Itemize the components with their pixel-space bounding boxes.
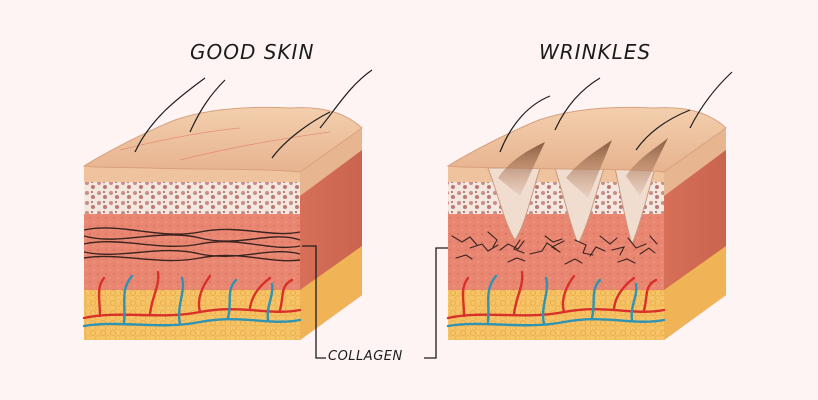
good-skin-hair bbox=[271, 111, 331, 159]
collagen-callout-right bbox=[424, 247, 448, 359]
good-skin-side-epidermis bbox=[300, 128, 362, 196]
wrinkle-crease bbox=[626, 138, 668, 196]
wrinkled-skin-veins bbox=[446, 274, 666, 328]
good-skin-hair bbox=[189, 79, 226, 133]
good-skin-arteries bbox=[82, 270, 302, 320]
wrinkles-title: WRINKLES bbox=[539, 40, 652, 64]
wrinkled-skin-hair bbox=[689, 71, 733, 129]
good-skin-title: GOOD SKIN bbox=[190, 40, 315, 64]
wrinkled-skin-side-epidermis bbox=[664, 128, 726, 196]
good-skin-collagen-fibers bbox=[83, 227, 301, 262]
good-skin-hair bbox=[319, 69, 373, 129]
good-skin-veins bbox=[82, 274, 302, 328]
wrinkle-crease bbox=[498, 142, 545, 196]
wrinkled-skin-block bbox=[446, 71, 733, 340]
good-skin-block bbox=[82, 69, 373, 340]
wrinkled-skin-collagen-fibers bbox=[451, 231, 658, 265]
wrinkled-skin-arteries bbox=[446, 270, 666, 320]
wrinkled-skin-hair bbox=[499, 95, 551, 153]
good-skin-hair bbox=[134, 77, 206, 153]
wrinkled-skin-side-fat bbox=[664, 246, 726, 340]
wrinkled-skin-hair bbox=[554, 77, 601, 131]
collagen-callout-lines bbox=[302, 245, 448, 359]
collagen-callout-left bbox=[302, 245, 326, 359]
wrinkled-skin-hair bbox=[635, 109, 691, 151]
good-skin-cell-layer bbox=[84, 180, 300, 214]
good-skin-top-surface bbox=[82, 106, 363, 173]
collagen-label: COLLAGEN bbox=[328, 349, 403, 364]
wrinkle-crease bbox=[566, 140, 612, 198]
